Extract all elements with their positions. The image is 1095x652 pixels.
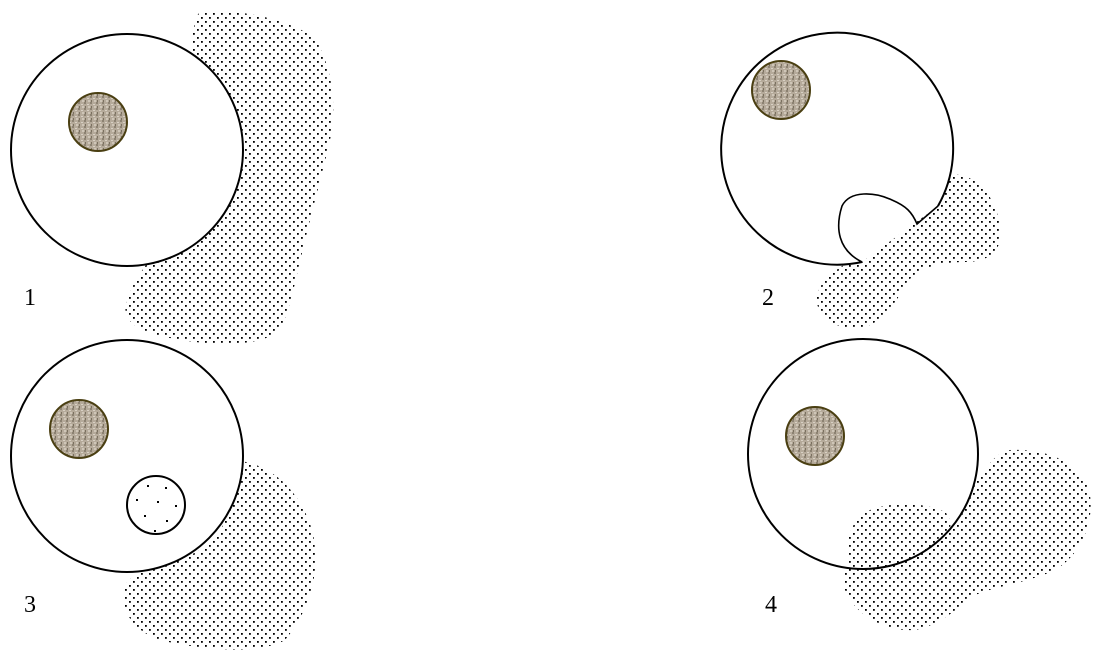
panel-4: 4: [748, 339, 1091, 630]
panel-1: 1: [11, 11, 333, 344]
cell-nucleus: [752, 61, 810, 119]
panel-label-3: 3: [24, 592, 36, 618]
cell-nucleus: [69, 93, 127, 151]
panel-3: 3: [11, 340, 316, 649]
panel-label-1: 1: [24, 285, 36, 311]
cell-membrane: [11, 340, 243, 572]
cell-nucleus: [786, 407, 844, 465]
panel-2: 2: [721, 33, 1001, 328]
panel-label-2: 2: [762, 285, 774, 311]
cell-membrane: [11, 34, 243, 266]
panel-label-4: 4: [765, 592, 777, 618]
cell-nucleus: [50, 400, 108, 458]
